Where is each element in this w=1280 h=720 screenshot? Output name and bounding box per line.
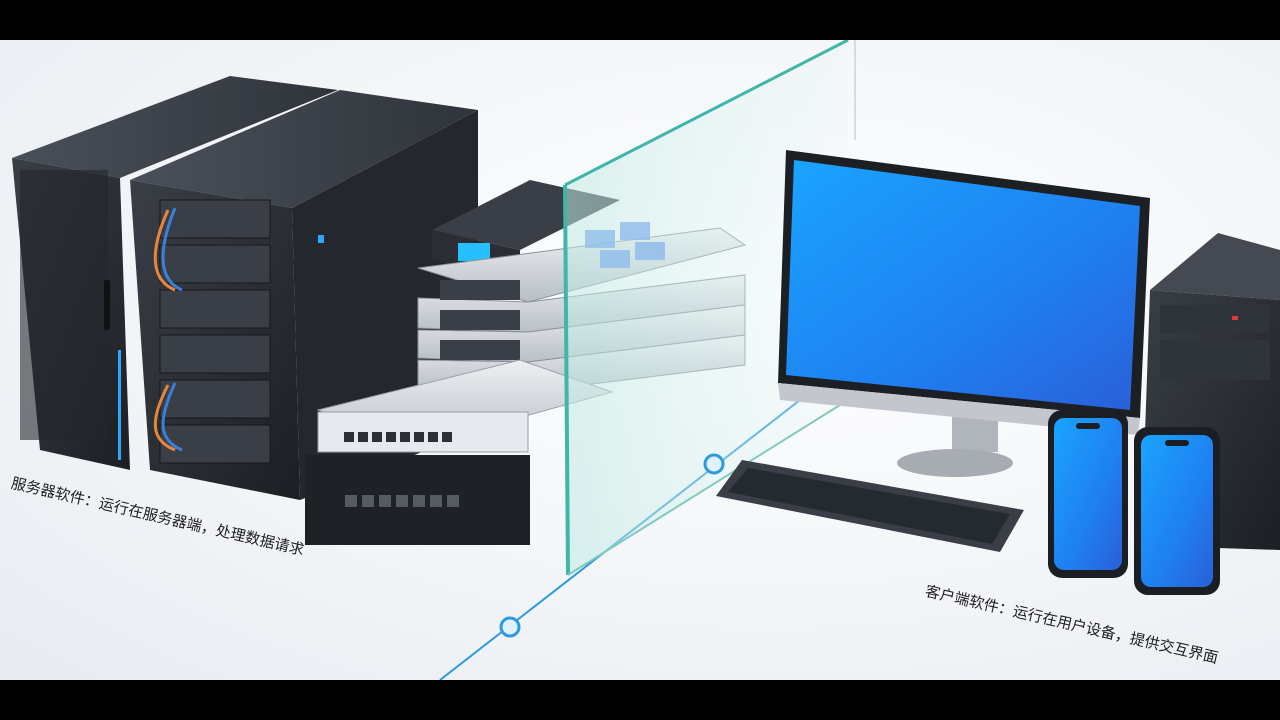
keyboard: [716, 460, 1024, 552]
illustration: [12, 40, 1280, 680]
network-switch-lower: [305, 359, 614, 545]
smartphone-right: [1134, 427, 1220, 595]
tower-server-left: [12, 76, 338, 470]
desktop-monitor: [778, 150, 1150, 477]
scene: 服务器软件：运行在服务器端，处理数据请求 客户端软件：运行在用户设备，提供交互界…: [0, 40, 1280, 680]
smartphone-left: [1048, 410, 1128, 578]
floor-node-icon: [703, 453, 725, 475]
glass-divider: [563, 40, 849, 576]
floor-node-icon: [499, 616, 521, 638]
